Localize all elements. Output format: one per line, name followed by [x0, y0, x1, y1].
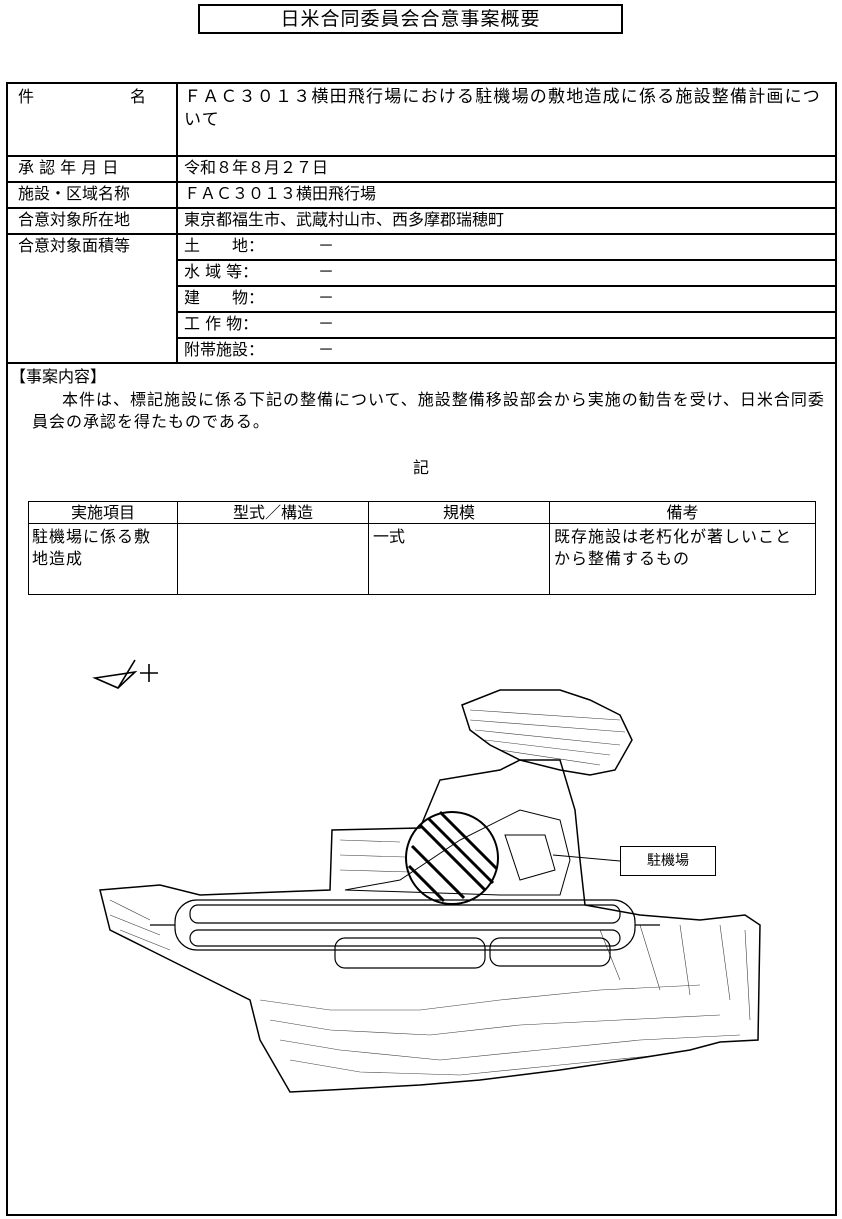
content-body: 本件は、標記施設に係る下記の整備について、施設整備移設部会から実施の勧告を受け、… — [32, 390, 825, 431]
area-item-land-value: － — [318, 236, 335, 255]
detail-table: 実施項目 型式／構造 規模 備考 駐機場に係る敷地造成 一式 既存施設は老朽化が… — [28, 501, 816, 595]
area-item-water-label: 水 域 等： — [184, 262, 259, 281]
area-item-water-value: － — [318, 262, 335, 281]
apron-label: 駐機場 — [620, 846, 716, 876]
table-header-type: 型式／構造 — [232, 503, 313, 522]
area-item-ancillary-label: 附帯施設： — [184, 340, 265, 359]
area-item-structure-value: － — [318, 314, 335, 333]
facility-name-label: 施設・区域名称 — [18, 184, 131, 203]
table-cell-item: 駐機場に係る敷地造成 — [32, 527, 152, 568]
area-label: 合意対象面積等 — [18, 236, 131, 255]
facility-name-value: ＦＡＣ３０１３横田飛行場 — [184, 184, 377, 203]
area-item-building-label: 建 物： — [184, 288, 265, 307]
case-name-value: ＦＡＣ３０１３横田飛行場における駐機場の敷地造成に係る施設整備計画について — [184, 87, 821, 130]
table-header-remarks: 備考 — [666, 503, 699, 522]
case-name-label: 件 名 — [18, 87, 147, 106]
approval-date-value: 令和８年８月２７日 — [184, 158, 329, 177]
table-header-item: 実施項目 — [70, 503, 135, 522]
summary-frame: 件 名 ＦＡＣ３０１３横田飛行場における駐機場の敷地造成に係る施設整備計画につい… — [6, 82, 837, 1216]
ki-label: 記 — [413, 458, 430, 477]
area-item-ancillary-value: － — [318, 340, 335, 359]
area-item-structure-label: 工 作 物： — [184, 314, 259, 333]
table-cell-scale: 一式 — [373, 527, 406, 546]
table-header-scale: 規模 — [442, 503, 475, 522]
area-item-building-value: － — [318, 288, 335, 307]
area-item-land-label: 土 地： — [184, 236, 265, 255]
document-title: 日米合同委員会合意事案概要 — [198, 4, 623, 34]
approval-date-label: 承 認 年 月 日 — [18, 158, 119, 177]
location-value: 東京都福生市、武蔵村山市、西多摩郡瑞穂町 — [184, 210, 505, 229]
location-label: 合意対象所在地 — [18, 210, 131, 229]
content-heading: 【事案内容】 — [10, 367, 107, 386]
table-cell-remarks: 既存施設は老朽化が著しいことから整備するもの — [554, 527, 793, 568]
